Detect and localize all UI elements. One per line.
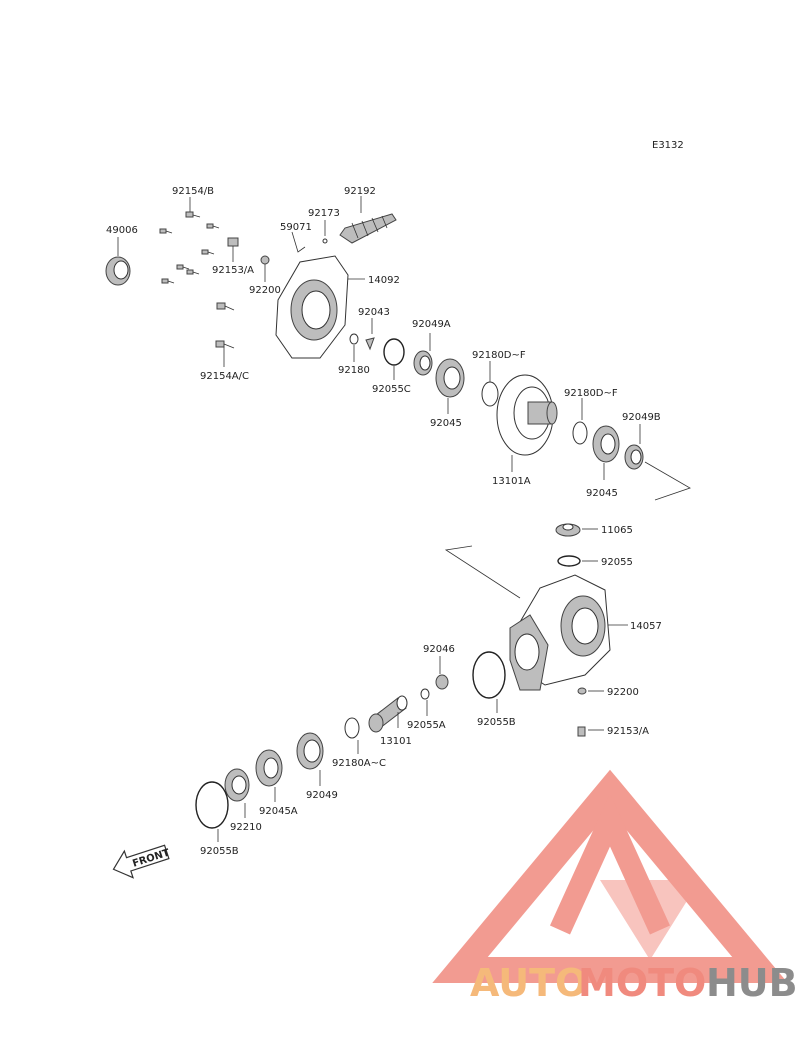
label-92049: 92049	[306, 790, 338, 801]
label-14057: 14057	[630, 621, 662, 632]
bolts-92154ac	[215, 302, 235, 367]
shim-92180df-1	[481, 361, 499, 407]
label-92045-1: 92045	[430, 418, 462, 429]
label-92210: 92210	[230, 822, 262, 833]
o-ring-92055a	[420, 688, 430, 716]
label-92200-top: 92200	[249, 285, 281, 296]
pinion-13101	[368, 695, 408, 733]
nut-92200-bottom	[577, 687, 604, 695]
watermark-moto: MOTO	[578, 961, 706, 1005]
oil-seal-49006	[105, 237, 131, 286]
guide-line	[444, 545, 521, 599]
seal-92049	[296, 732, 324, 786]
label-92154ac: 92154A/C	[200, 371, 249, 382]
label-92055: 92055	[601, 557, 633, 568]
label-92173: 92173	[308, 208, 340, 219]
label-92154b: 92154/B	[172, 186, 214, 197]
cover-14092	[275, 255, 365, 359]
label-92043: 92043	[358, 307, 390, 318]
label-49006: 49006	[106, 225, 138, 236]
housing-14057	[509, 574, 628, 691]
shim-92180	[349, 333, 359, 362]
label-92192: 92192	[344, 186, 376, 197]
front-arrow-icon: FRONT	[112, 844, 171, 879]
watermark-hub: HUB	[706, 961, 798, 1005]
watermark-text: AUTO MOTO HUB	[470, 961, 798, 1005]
seal-92049b	[624, 424, 691, 501]
label-92049b: 92049B	[622, 412, 661, 423]
label-13101: 13101	[380, 736, 412, 747]
label-92180ac: 92180A~C	[332, 758, 386, 769]
o-ring-92055b-1	[472, 651, 506, 713]
breather-92153a-bottom	[577, 726, 604, 737]
label-11065: 11065	[601, 525, 633, 536]
label-92046: 92046	[423, 644, 455, 655]
label-92180df-2: 92180D~F	[564, 388, 618, 399]
label-92045a: 92045A	[259, 806, 298, 817]
label-92055c: 92055C	[372, 384, 411, 395]
seal-92049a	[413, 333, 433, 376]
label-92200-bottom: 92200	[607, 687, 639, 698]
bolts-92154b	[159, 197, 220, 284]
cap-11065	[555, 523, 598, 537]
diagram-code: E3132	[652, 140, 684, 151]
watermark-auto: AUTO	[470, 961, 587, 1005]
nut-92200-top	[260, 255, 270, 282]
nut-92210	[224, 768, 250, 818]
o-ring-92055b-2	[195, 781, 229, 842]
label-92055b-2: 92055B	[200, 846, 239, 857]
watermark-logo	[432, 769, 788, 983]
o-ring-92055	[557, 555, 598, 567]
bearing-92045a	[255, 749, 283, 802]
shim-92180df-2	[572, 398, 588, 445]
o-ring-92055c	[383, 338, 405, 380]
label-92049a: 92049A	[412, 319, 451, 330]
bearing-92045-1	[435, 358, 465, 414]
shim-92180ac	[344, 717, 360, 754]
ring-gear-13101a	[496, 374, 558, 472]
label-92055b-1: 92055B	[477, 717, 516, 728]
bearing-92045-2	[592, 425, 620, 480]
boot-92192	[339, 196, 397, 244]
label-13101a: 13101A	[492, 476, 531, 487]
pin-92043	[365, 318, 375, 351]
label-92153a-top: 92153/A	[212, 265, 254, 276]
bearing-92046	[435, 656, 449, 690]
label-92153a-bottom: 92153/A	[607, 726, 649, 737]
pin-92173	[322, 220, 328, 244]
clip-59071	[291, 231, 306, 253]
label-59071: 59071	[280, 222, 312, 233]
breather-92153a-top	[227, 237, 239, 262]
label-92180df-1: 92180D~F	[472, 350, 526, 361]
label-92180: 92180	[338, 365, 370, 376]
label-14092: 14092	[368, 275, 400, 286]
label-92045-2: 92045	[586, 488, 618, 499]
label-92055a: 92055A	[407, 720, 446, 731]
